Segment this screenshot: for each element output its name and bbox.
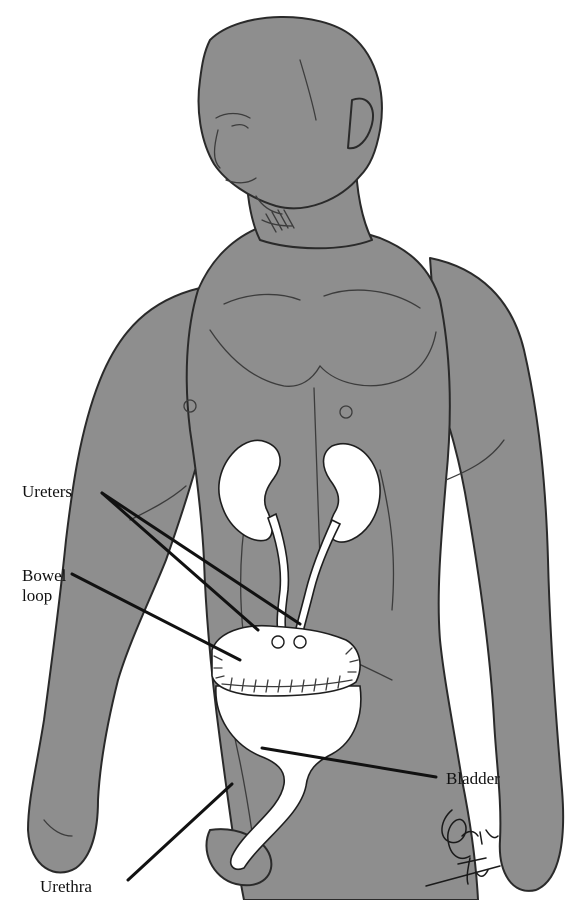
label-bladder: Bladder	[446, 769, 500, 788]
label-bowel: Bowel	[22, 566, 67, 585]
label-ureters: Ureters	[22, 482, 72, 501]
torso	[187, 222, 478, 900]
label-loop: loop	[22, 586, 52, 605]
label-urethra: Urethra	[40, 877, 92, 896]
right-ureter-anastomosis	[294, 636, 306, 648]
left-ureter-anastomosis	[272, 636, 284, 648]
